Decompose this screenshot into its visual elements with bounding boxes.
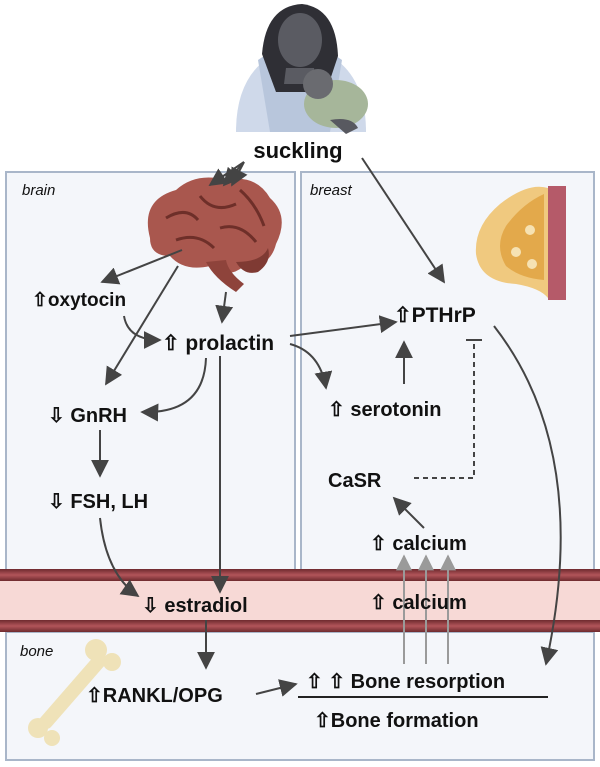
arrow-rankl-resorption [255,679,298,697]
calcium-release-arrows [396,554,456,664]
arrow-calcium-casr [392,496,425,529]
arrow-suckling-brain-c [208,161,245,187]
arrow-brain-prolactin [215,291,234,324]
suckling-label: suckling [253,138,342,163]
estradiol-label: ⇩ estradiol [142,595,248,617]
breast-icon [475,186,566,300]
pathway-arrows [91,157,562,697]
region-label-breast: breast [310,182,353,199]
casr-label: CaSR [328,470,382,492]
prolactin-label: ⇧ prolactin [162,332,274,355]
arrow-prolactin-pthrp [289,315,398,337]
serotonin-label: ⇧ serotonin [328,399,441,421]
breast-calcium-label: ⇧ calcium [370,533,467,555]
arrow-prolactin-serotonin [289,343,333,390]
blood-calcium-label: ⇧ calcium [370,592,467,614]
region-label-bone: bone [20,643,53,660]
fsh-lh-label: ⇩ FSH, LH [48,491,148,513]
arrow-prolactin-gnrh [140,357,207,422]
pthrp-label: ⇧PTHrP [394,304,476,327]
gnrh-label: ⇩ GnRH [48,405,127,427]
mother-nursing-icon [236,4,368,134]
oxytocin-label: ⇧oxytocin [32,290,126,311]
bone-formation-label: ⇧Bone formation [314,710,479,732]
arrow-brain-gnrh [105,265,179,386]
brain-icon [147,177,282,292]
arrow-suckling-pthrp [361,157,445,284]
arrow-pthrp-resorption [493,325,562,666]
rankl-opg-label: ⇧RANKL/OPG [86,685,223,707]
inhibition-casr-pthrp [414,344,475,479]
bone-resorption-label: ⇧ ⇧ Bone resorption [306,671,505,693]
arrow-fsh-estradiol [99,517,140,598]
region-label-brain: brain [22,182,55,199]
arrow-oxytocin-prolactin [123,315,162,349]
arrow-brain-oxytocin [100,249,183,285]
bone-icon [28,639,121,746]
blood-vessel [0,569,600,632]
